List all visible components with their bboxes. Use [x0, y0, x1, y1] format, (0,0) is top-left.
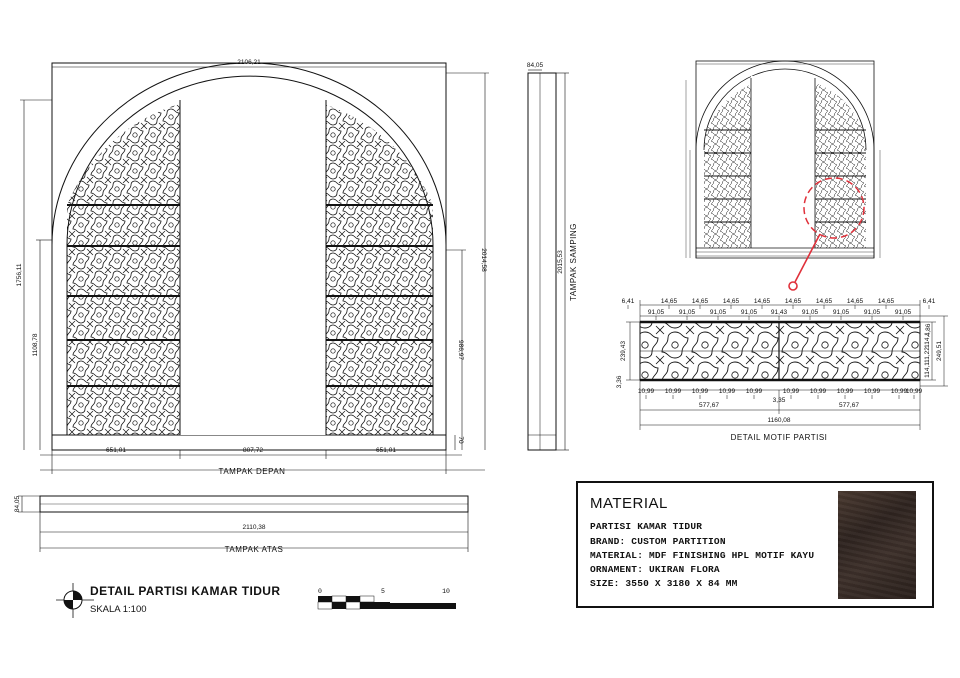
- material-line-material: MATERIAL: MDF FINISHING HPL MOTIF KAYU: [590, 550, 815, 561]
- dim-motif-right-total: 249,51: [936, 341, 943, 361]
- dim-motif-bottom-6: 10,99: [810, 388, 827, 395]
- dim-motif-second-0: 91,05: [648, 309, 665, 316]
- dim-front-left-height: 1756,11: [16, 263, 23, 286]
- dim-motif-bottom-1: 10,99: [665, 388, 682, 395]
- front-lattice-right: [326, 97, 433, 435]
- top-view: 84,05 2110,38 TAMPAK ATAS: [14, 495, 469, 554]
- dim-front-right-inner: 986,97: [457, 340, 464, 360]
- dim-front-left-inner: 1108,78: [32, 333, 39, 356]
- dim-motif-bottom-3: 10,99: [719, 388, 736, 395]
- dim-motif-second-6: 91,05: [833, 309, 850, 316]
- dim-motif-bottom-2: 10,99: [692, 388, 709, 395]
- dim-motif-second-2: 91,05: [710, 309, 727, 316]
- side-view: 84,05 2015,53 TAMPAK SAMPING: [527, 62, 578, 451]
- label-detail-motif: DETAIL MOTIF PARTISI: [731, 433, 828, 442]
- dim-motif-second-3: 91,05: [741, 309, 758, 316]
- callout-circle: [803, 177, 865, 239]
- dim-motif-right-c: 114,1: [924, 362, 931, 378]
- dim-motif-top-5: 14,65: [785, 298, 802, 305]
- dim-motif-second-7: 91,05: [864, 309, 881, 316]
- dim-motif-right-a: 114,1: [924, 332, 931, 348]
- drawing-title: DETAIL PARTISI KAMAR TIDUR: [90, 584, 281, 598]
- dim-top-width: 2110,38: [242, 524, 265, 531]
- scale-tick-5: 5: [381, 588, 385, 595]
- motif-detail: 6,41 14,65 14,65 14,65 14,65 14,65 14,65 14,65 1…: [616, 298, 948, 442]
- dim-motif-top-2: 14,65: [692, 298, 709, 305]
- front-arch-inner: [66, 75, 434, 246]
- front-lattice-left: [67, 97, 180, 435]
- material-heading: MATERIAL: [590, 495, 668, 512]
- dim-motif-left-height: 239,43: [620, 341, 627, 361]
- front-view: 2106,21 1756,11 1108,78 2014,58 986,97 7…: [16, 59, 489, 476]
- dim-motif-center-gap: 3,35: [773, 397, 786, 404]
- dim-side-height: 2015,53: [557, 250, 564, 274]
- dim-motif-top-6: 14,65: [816, 298, 833, 305]
- material-line-size: SIZE: 3550 X 3180 X 84 MM: [590, 578, 738, 589]
- material-line-brand: BRAND: CUSTOM PARTITION: [590, 536, 726, 547]
- dim-motif-bottom-8: 10,99: [864, 388, 881, 395]
- front-opening: [180, 97, 326, 435]
- dim-motif-second-4: 91,43: [771, 309, 788, 316]
- title-symbol: [56, 583, 94, 618]
- dim-motif-top-4: 14,65: [754, 298, 771, 305]
- material-line-ornament: ORNAMENT: UKIRAN FLORA: [590, 564, 720, 575]
- scale-tick-10: 10: [442, 588, 450, 595]
- dim-motif-bottom-4: 10,99: [746, 388, 763, 395]
- dim-motif-second-1: 91,05: [679, 309, 696, 316]
- dim-top-thickness: 84,05: [14, 495, 21, 512]
- dim-motif-right-b: 11,22: [924, 347, 931, 363]
- dim-motif-bottom-9: 10,99: [891, 388, 908, 395]
- reference-view: [685, 60, 881, 291]
- dim-motif-right-top: 4,86: [925, 323, 932, 336]
- dim-motif-bottom-7: 10,99: [837, 388, 854, 395]
- dim-front-base: 70: [457, 436, 464, 444]
- dim-motif-half-right: 577,67: [839, 402, 859, 409]
- dim-front-right-height: 2014,58: [480, 248, 487, 272]
- drawing-scale: SKALA 1:100: [90, 604, 147, 615]
- dim-motif-half-left: 577,67: [699, 402, 719, 409]
- material-swatch: [838, 491, 916, 599]
- dim-motif-top-3: 14,65: [723, 298, 740, 305]
- dim-motif-second-5: 91,05: [802, 309, 819, 316]
- dim-front-top-width: 2106,21: [237, 59, 261, 66]
- dim-motif-top-8: 14,65: [878, 298, 895, 305]
- dim-motif-top-7: 14,65: [847, 298, 864, 305]
- callout-leader: [794, 233, 821, 283]
- dim-motif-total: 1160,08: [767, 417, 790, 424]
- title-block: DETAIL PARTISI KAMAR TIDUR SKALA 1:100: [56, 580, 296, 626]
- scale-bar: 0 5 10: [317, 588, 456, 610]
- dim-motif-bottom-5: 10,99: [783, 388, 800, 395]
- label-tampak-depan: TAMPAK DEPAN: [219, 467, 286, 476]
- dim-front-bottom-left: 651,01: [106, 447, 126, 454]
- dim-motif-second-8: 91,05: [895, 309, 912, 316]
- material-box: MATERIAL PARTISI KAMAR TIDUR BRAND: CUST…: [576, 481, 934, 608]
- dim-motif-top-1: 14,65: [661, 298, 678, 305]
- scale-tick-0: 0: [318, 588, 322, 595]
- dim-motif-bottom-0: 10,99: [638, 388, 655, 395]
- dim-front-bottom-middle: 807,72: [243, 447, 263, 454]
- dim-motif-left-offset: 3,36: [616, 375, 623, 388]
- callout-marker: [788, 281, 798, 291]
- material-line-name: PARTISI KAMAR TIDUR: [590, 521, 703, 532]
- label-tampak-atas: TAMPAK ATAS: [225, 545, 284, 554]
- front-arch-outer: [51, 62, 447, 246]
- dim-motif-bottom-10: 10,99: [906, 388, 923, 395]
- dim-motif-top-9: 6,41: [923, 298, 936, 305]
- dim-side-thickness: 84,05: [527, 62, 544, 69]
- label-tampak-samping: TAMPAK SAMPING: [569, 223, 578, 301]
- dim-front-bottom-right: 651,01: [376, 447, 396, 454]
- side-panel: [527, 72, 557, 451]
- dim-motif-top-0: 6,41: [622, 298, 635, 305]
